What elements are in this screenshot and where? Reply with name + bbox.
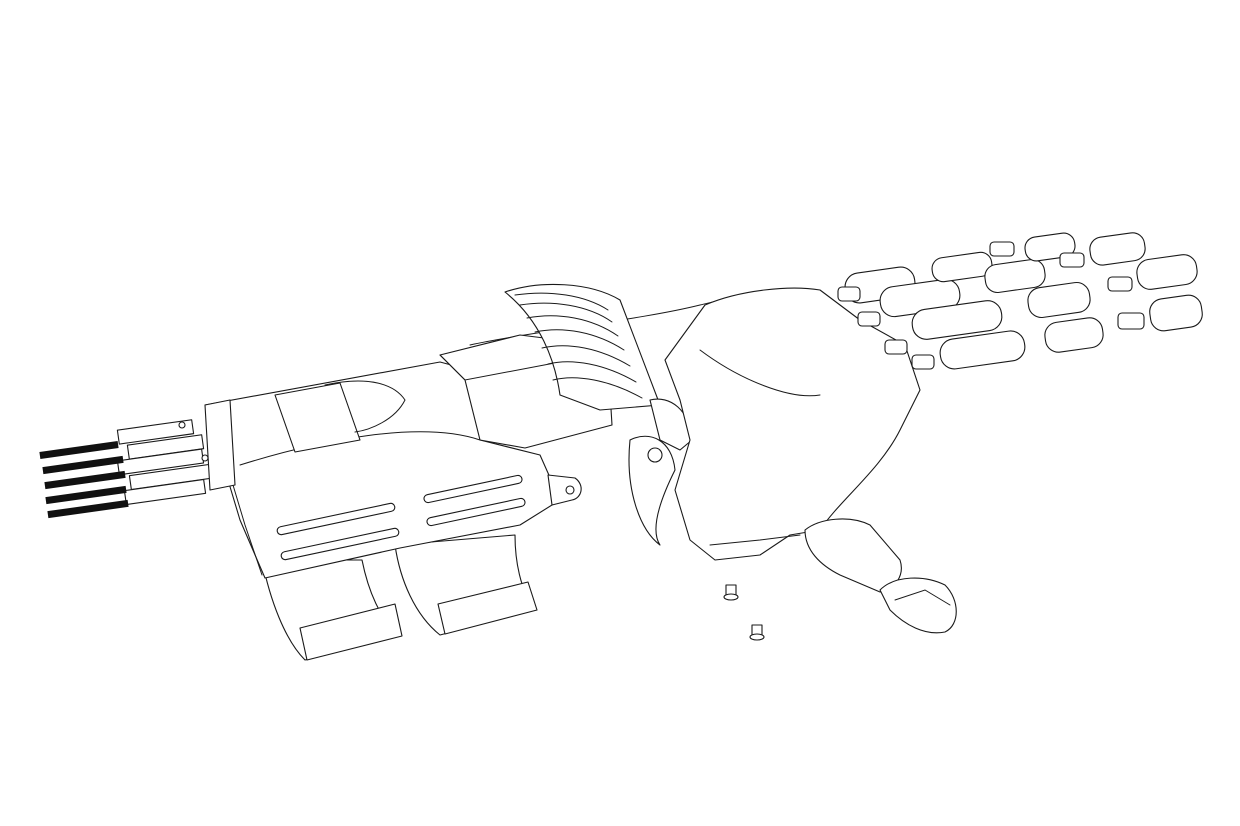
strap-right (394, 534, 538, 636)
finger-link (911, 354, 935, 370)
finger-segment (939, 330, 1026, 370)
finger-segment (1149, 294, 1203, 332)
finger-link (989, 241, 1015, 257)
palm (664, 287, 921, 561)
gauntlet (204, 361, 582, 579)
bolt (47, 499, 129, 519)
small-screw (723, 584, 739, 601)
gauntlet-slot (280, 527, 400, 561)
bolt (45, 485, 127, 505)
wrist-joint (628, 398, 694, 546)
finger-segment (931, 251, 993, 283)
finger-link (884, 339, 908, 355)
finger-segment (1044, 317, 1104, 353)
finger-link (1107, 276, 1133, 292)
finger-segment (911, 300, 1003, 340)
thumb (804, 518, 957, 634)
bolt (44, 470, 126, 490)
gauntlet-hinge (547, 474, 582, 506)
gauntlet-slot (423, 474, 523, 504)
gauntlet-slot (426, 497, 526, 527)
finger-segment (984, 258, 1046, 294)
finger-segment (1136, 254, 1198, 290)
gauntlet-slot (276, 502, 396, 536)
finger-link (1059, 252, 1085, 268)
long-bolts (39, 441, 129, 519)
finger-segment (1089, 232, 1146, 266)
dorsal-ribbed-piece (504, 283, 661, 411)
finger-segment (1027, 281, 1091, 319)
small-screw (749, 624, 765, 641)
gauntlet-vent-cover (274, 382, 361, 453)
strap-left (261, 559, 403, 661)
finger-link (1117, 312, 1145, 330)
tendon-pin-holders (116, 399, 236, 506)
bolt (42, 455, 124, 475)
finger-link (837, 286, 861, 302)
fingers (837, 232, 1203, 370)
finger-link (857, 311, 881, 327)
bolt (39, 441, 119, 459)
